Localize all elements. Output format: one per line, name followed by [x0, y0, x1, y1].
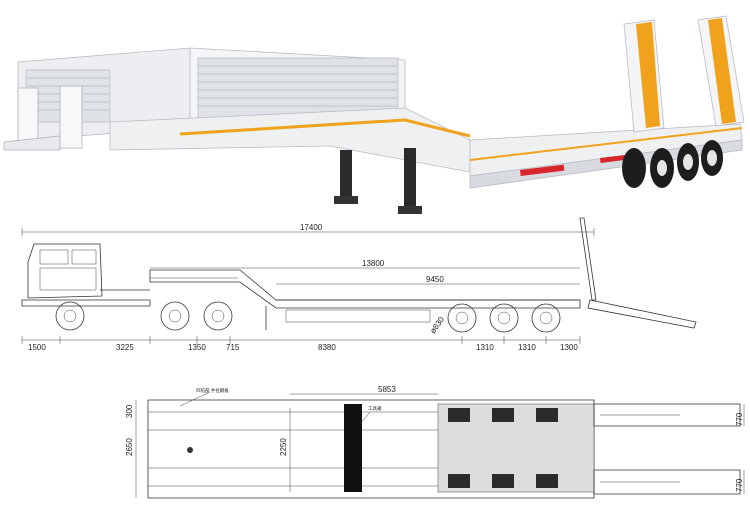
dim-overall-length: 17400: [300, 223, 323, 232]
dim-ramp-width-bottom: 770: [735, 478, 744, 492]
dim-inner-width: 2250: [279, 438, 288, 456]
trailer-photo: [3, 15, 745, 214]
dim-deck-length: 13800: [362, 259, 385, 268]
dim-wheel-diameter: ø830: [428, 315, 446, 336]
dim-overall-width: 2650: [125, 438, 134, 456]
dim-end-margin: 300: [125, 404, 134, 418]
dim-seg-3: 1350: [188, 343, 206, 352]
dim-seg-8: 1300: [560, 343, 578, 352]
top-view-drawing: 5853 2650 2250 300 770 770 凹陷部 手拉鋼板 工具箱: [125, 385, 745, 499]
dim-seg-4: 715: [226, 343, 240, 352]
dim-lowbed-length: 9450: [426, 275, 444, 284]
side-view-drawing: 17400 13800 9450 1500 3225 1350 715 8380…: [21, 217, 697, 352]
dim-seg-1: 1500: [28, 343, 46, 352]
callout-rear: 凹陷部 手拉鋼板: [196, 387, 229, 394]
dim-seg-6: 1310: [476, 343, 494, 352]
dim-seg-2: 3225: [116, 343, 134, 352]
dim-top-deck-length: 5853: [378, 385, 396, 394]
dim-seg-7: 1310: [518, 343, 536, 352]
dim-seg-5: 8380: [318, 343, 336, 352]
tool-box: [344, 404, 362, 492]
callout-tool-box: 工具箱: [368, 405, 382, 412]
dim-ramp-width-top: 770: [735, 412, 744, 426]
